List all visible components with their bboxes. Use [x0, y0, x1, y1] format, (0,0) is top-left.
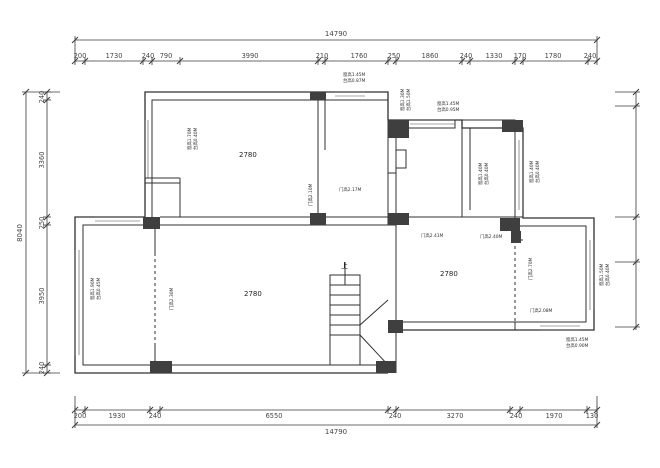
vertical-note: 窗高1.40M [477, 162, 484, 185]
top-segment-label: 1730 [106, 52, 123, 60]
room-height-label: 2780 [239, 151, 257, 159]
bottom-segment-label: 240 [149, 412, 162, 420]
bottom-segment-label: 130 [586, 412, 599, 420]
vertical-note: 台高0.40M [534, 160, 541, 183]
top-segment-dimensions: 200 1730 240 790 3990 210 1760 250 1860 … [71, 52, 601, 65]
staircase: 上 [329, 261, 389, 366]
top-segment-label: 240 [142, 52, 155, 60]
top-segment-label: 250 [388, 52, 401, 60]
structural-columns [143, 92, 523, 373]
door-note: 门高2.08M [530, 307, 553, 314]
windows [74, 91, 595, 355]
door-note: 门高2.70M [527, 257, 534, 280]
door-note: 门高2.40M [480, 233, 503, 240]
bottom-segment-label: 1970 [546, 412, 563, 420]
vertical-note: 台高0.40M [483, 162, 490, 185]
vertical-note: 窗高1.50M [598, 263, 605, 286]
vertical-note: 台高0.40M [604, 263, 611, 286]
top-segment-label: 3990 [242, 52, 259, 60]
left-segment-label: 240 [38, 362, 46, 375]
top-total-label: 14790 [325, 30, 347, 38]
bottom-segment-label: 6550 [266, 412, 283, 420]
left-total-label: 8040 [16, 224, 24, 242]
vertical-notes: 窗高1.70M 台高0.40M 窗高1.40M 台高0.40M 窗高1.40M … [186, 88, 611, 286]
top-segment-label: 1860 [422, 52, 439, 60]
door-note: 门高2.30M [168, 287, 175, 310]
top-segment-label: 1330 [486, 52, 503, 60]
window-note: 台高0.45M [95, 277, 102, 300]
left-dimensions: 8040 240 3360 250 3950 240 [16, 88, 60, 377]
left-segment-label: 3950 [38, 288, 46, 305]
top-segment-label: 790 [160, 52, 173, 60]
window-note: 台高0.95M [437, 106, 460, 113]
left-segment-label: 3360 [38, 152, 46, 169]
vertical-note: 窗高1.70M [186, 127, 193, 150]
window-note: 窗高1.45M [343, 71, 366, 78]
top-overall-dimension: 14790 [71, 30, 601, 62]
vertical-note: 台高0.40M [192, 127, 199, 150]
top-segment-label: 240 [584, 52, 597, 60]
window-notes: 窗高1.45M 台高0.87M 窗高1.45M 台高0.95M 窗高1.45M … [89, 71, 589, 349]
bottom-overall-dimension: 14790 [71, 421, 601, 436]
bottom-segment-label: 1930 [109, 412, 126, 420]
top-segment-label: 240 [460, 52, 473, 60]
vertical-note: 台高1.50M [405, 88, 412, 111]
top-segment-label: 1780 [545, 52, 562, 60]
window-note: 窗高1.45M [437, 100, 460, 107]
room-height-label: 2780 [440, 270, 458, 278]
top-segment-label: 1760 [351, 52, 368, 60]
top-segment-label: 200 [74, 52, 87, 60]
right-dimensions [615, 88, 640, 331]
top-segment-label: 210 [316, 52, 329, 60]
door-note: 门高2.41M [421, 232, 444, 239]
vertical-note: 窗高1.30M [399, 88, 406, 111]
window-note: 台高0.90M [566, 342, 589, 349]
bottom-total-label: 14790 [325, 428, 347, 436]
bottom-segment-label: 200 [74, 412, 87, 420]
stair-up-label: 上 [341, 261, 348, 270]
window-note: 窗高1.90M [89, 277, 96, 300]
door-details [154, 149, 516, 345]
window-note: 台高0.87M [343, 77, 366, 84]
ceiling-height-labels: 2780 2780 2780 [239, 151, 458, 298]
room-height-label: 2780 [244, 290, 262, 298]
bottom-segment-label: 240 [389, 412, 402, 420]
left-segment-label: 240 [38, 91, 46, 104]
left-segment-label: 250 [38, 217, 46, 230]
door-note: 门高2.10M [307, 183, 314, 206]
window-note: 窗高1.45M [566, 336, 589, 343]
vertical-note: 窗高1.40M [528, 160, 535, 183]
top-segment-label: 170 [514, 52, 527, 60]
bottom-segment-label: 240 [510, 412, 523, 420]
door-note: 门高2.17M [339, 186, 362, 193]
door-notes: 门高2.10M 门高2.17M 门高2.41M 门高2.40M 门高2.30M … [168, 183, 553, 314]
bottom-segment-dimensions: 200 1930 240 6550 240 3270 240 1970 130 [71, 396, 601, 428]
bottom-segment-label: 3270 [447, 412, 464, 420]
